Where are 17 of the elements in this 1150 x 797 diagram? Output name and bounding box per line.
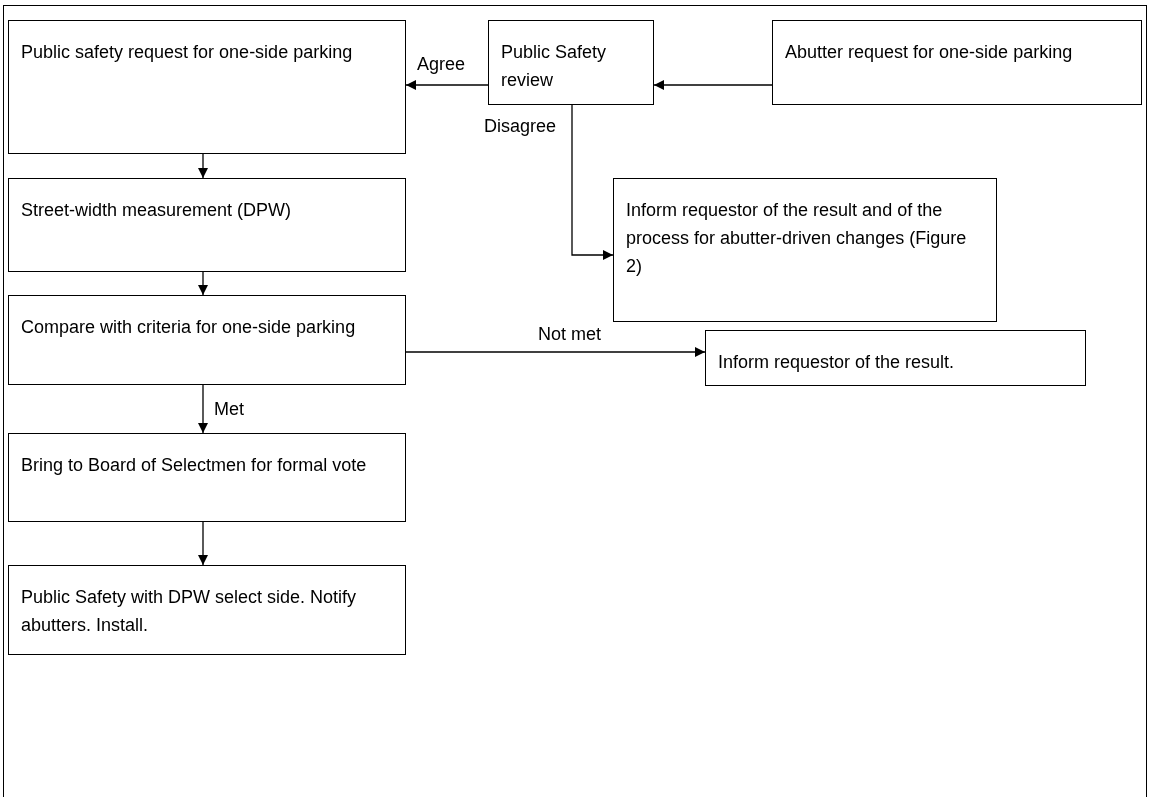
- process-box: Abutter request for one-side parking: [772, 20, 1142, 105]
- process-box: Street-width measurement (DPW): [8, 178, 406, 272]
- process-box: Public Safety with DPW select side. Notify abutters. Install.: [8, 565, 406, 655]
- arrow: [198, 153, 208, 179]
- arrow: [198, 521, 208, 566]
- arrow: [405, 80, 489, 90]
- process-box: Public safety request for one-side parking: [8, 20, 406, 154]
- arrow: [198, 271, 208, 296]
- arrow: [571, 104, 614, 260]
- process-box: Bring to Board of Selectmen for formal vote: [8, 433, 406, 522]
- process-box: Public Safety review: [488, 20, 654, 105]
- process-box: Inform requestor of the result and of the process for abutter-driven changes (Figure 2): [613, 178, 997, 322]
- arrow: [405, 347, 706, 357]
- arrow: [653, 80, 773, 90]
- process-box: Inform requestor of the result.: [705, 330, 1086, 386]
- arrow: [198, 384, 208, 434]
- process-box: Compare with criteria for one-side parking: [8, 295, 406, 385]
